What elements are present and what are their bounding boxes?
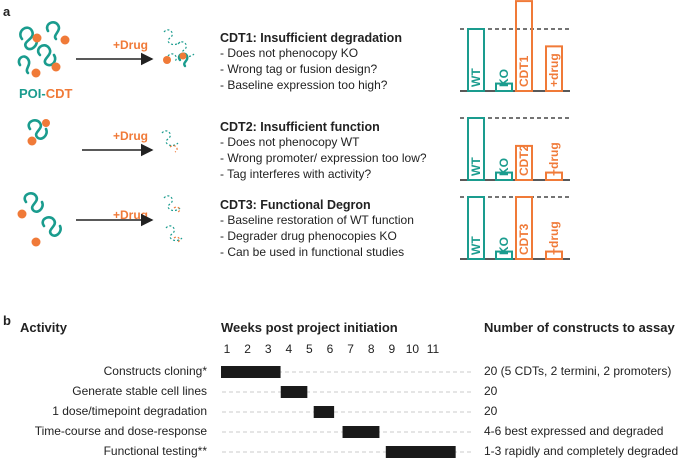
- activity-name: 1 dose/timepoint degradation: [52, 404, 207, 418]
- bar-plus-drug: [545, 250, 563, 260]
- activity-name: Constructs cloning*: [103, 364, 207, 378]
- bar-label: +drug: [547, 142, 561, 176]
- drug-label-2: +Drug: [113, 129, 149, 143]
- bar-wt: [467, 196, 485, 260]
- cdt2-title: CDT2: Insufficient function: [220, 120, 380, 134]
- week-label-4: 4: [285, 342, 293, 356]
- gantt-bar: [221, 366, 281, 378]
- bar-ko: [495, 82, 513, 92]
- bar-label: KO: [497, 237, 511, 255]
- week-label-8: 8: [367, 342, 375, 356]
- drug-label-3: +Drug: [113, 208, 149, 222]
- bar-chart-cdt3: WT KO CDT3 +drug: [460, 196, 570, 260]
- gantt-bar: [280, 386, 308, 398]
- cdt2-line-3: - Tag interferes with activity?: [220, 167, 372, 181]
- cdt2-line-2: - Wrong promoter/ expression too low?: [220, 151, 427, 165]
- weeks-header: Weeks post project initiation: [221, 320, 398, 335]
- bar-label: WT: [469, 68, 483, 87]
- poi-cdt-protein-single: [27, 119, 50, 146]
- bar-label: CDT1: [517, 55, 531, 87]
- bar-plus-drug: [545, 171, 563, 181]
- cdt3-title: CDT3: Functional Degron: [220, 198, 371, 212]
- construct-count: 20: [484, 404, 498, 418]
- cdt1-title: CDT1: Insufficient degradation: [220, 31, 402, 45]
- drug-label-1: +Drug: [113, 38, 149, 52]
- panel-b-label: b: [3, 313, 11, 328]
- bar-cdt2: [515, 144, 533, 181]
- week-label-3: 3: [264, 342, 272, 356]
- bar-ko: [495, 171, 513, 181]
- cdt1-block: CDT1: Insufficient degradation - Does no…: [220, 31, 402, 93]
- week-label-9: 9: [388, 342, 396, 356]
- week-label-1: 1: [223, 342, 231, 356]
- gantt-bar: [313, 406, 335, 418]
- bar-label: CDT3: [517, 223, 531, 255]
- cdt1-line-3: - Baseline expression too high?: [220, 78, 388, 92]
- bar-label: KO: [497, 158, 511, 176]
- cdt3-line-3: - Can be used in functional studies: [220, 245, 405, 259]
- cdt3-line-2: - Degrader drug phenocopies KO: [220, 229, 397, 243]
- week-label-6: 6: [326, 342, 334, 356]
- gantt-bar: [385, 446, 456, 458]
- cdt2-block: CDT2: Insufficient function - Does not p…: [220, 120, 427, 182]
- week-label-2: 2: [244, 342, 251, 356]
- week-label-10: 10: [405, 342, 420, 356]
- construct-count: 20: [484, 384, 498, 398]
- week-label-11: 11: [426, 342, 440, 356]
- bar-cdt1: [515, 0, 533, 93]
- poi-cdt-protein-cluster-3: [17, 192, 62, 247]
- week-label-7: 7: [347, 342, 354, 356]
- cdt3-line-1: - Baseline restoration of WT function: [220, 213, 414, 227]
- bar-label: KO: [497, 69, 511, 87]
- activity-name: Time-course and dose-response: [34, 424, 207, 438]
- poi-cdt-dash: -: [41, 86, 46, 101]
- cdt3-block: CDT3: Functional Degron - Baseline resto…: [220, 198, 414, 260]
- bar-label: +drug: [547, 221, 561, 255]
- construct-count: 20 (5 CDTs, 2 termini, 2 promoters): [484, 364, 672, 378]
- constructs-header: Number of constructs to assay: [484, 320, 675, 335]
- activity-header: Activity: [20, 320, 67, 335]
- gantt-bar: [342, 426, 380, 438]
- construct-count: 4-6 best expressed and degraded: [484, 424, 664, 438]
- bar-label: WT: [469, 236, 483, 255]
- bar-label: WT: [469, 157, 483, 176]
- bar-label: +drug: [547, 53, 561, 87]
- construct-count: 1-3 rapidly and completely degraded: [484, 444, 679, 458]
- cdt-label: CDT: [45, 86, 73, 101]
- bar-ko: [495, 250, 513, 260]
- bar-wt: [467, 28, 485, 92]
- degraded-fragments-2: [161, 130, 179, 153]
- bar-chart-cdt1: WT KO CDT1 +drug: [460, 0, 570, 93]
- degraded-fragments-1: [163, 29, 195, 68]
- activity-name: Generate stable cell lines: [72, 384, 207, 398]
- cdt1-line-1: - Does not phenocopy KO: [220, 46, 359, 60]
- bar-wt: [467, 117, 485, 181]
- poi-cdt-protein-cluster: [17, 21, 70, 78]
- week-label-5: 5: [306, 342, 313, 356]
- activity-name: Functional testing**: [103, 444, 207, 458]
- cdt1-line-2: - Wrong tag or fusion design?: [220, 62, 378, 76]
- bar-cdt3: [515, 196, 533, 260]
- degraded-fragments-3: [163, 195, 183, 243]
- poi-label: POI: [19, 86, 42, 101]
- bar-label: CDT2: [517, 144, 531, 176]
- drug-arrows: [76, 52, 154, 227]
- cdt2-line-1: - Does not phenocopy WT: [220, 135, 360, 149]
- bar-chart-cdt2: WT KO CDT2 +drug: [460, 117, 570, 181]
- panel-a-label: a: [3, 4, 11, 19]
- bar-plus-drug: [545, 45, 563, 92]
- poi-cdt-label: POI-CDT: [19, 86, 72, 101]
